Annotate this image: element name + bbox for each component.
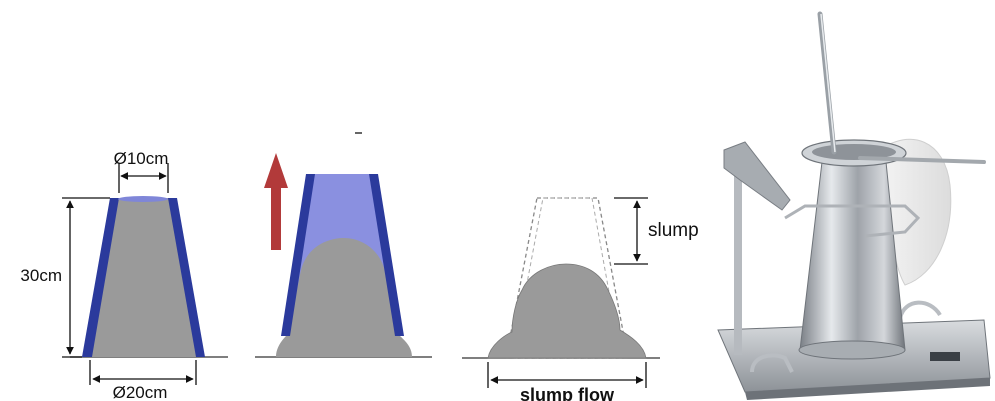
panel-filled-cone: Ø10cm 30cm Ø20cm bbox=[20, 149, 228, 401]
plate-handle-left bbox=[750, 353, 794, 373]
tamping-rod bbox=[817, 11, 837, 155]
cone-left-wall bbox=[281, 174, 315, 336]
concrete-fill bbox=[88, 198, 200, 357]
slump-cone-apparatus bbox=[717, 11, 991, 400]
slumped-concrete bbox=[276, 238, 412, 357]
foot-clamp bbox=[784, 204, 921, 238]
panel-lifting-cone bbox=[255, 132, 432, 358]
horizontal-rod bbox=[858, 156, 986, 164]
tamping-rod-highlight bbox=[820, 13, 836, 153]
cone-body bbox=[799, 161, 906, 351]
bottom-diameter-label: Ø20cm bbox=[113, 383, 168, 401]
label-plate bbox=[930, 352, 960, 361]
panel-slump-measure: slump slump flow bbox=[462, 197, 699, 401]
slumped-concrete bbox=[487, 263, 647, 359]
cone-right-wall bbox=[168, 198, 205, 357]
cone-top-opening bbox=[118, 196, 168, 202]
slump-label: slump bbox=[648, 220, 699, 241]
height-label: 30cm bbox=[20, 266, 62, 285]
cone-left-wall bbox=[82, 198, 119, 357]
slump-flow-label: slump flow bbox=[520, 385, 615, 401]
cone-right-wall bbox=[369, 174, 404, 336]
top-diameter-label: Ø10cm bbox=[114, 149, 169, 168]
cone-bottom-rim bbox=[798, 340, 906, 360]
plate-handle-right bbox=[898, 300, 942, 319]
rod-clamp bbox=[723, 141, 791, 211]
base-plate-edge bbox=[745, 378, 990, 400]
support-rod bbox=[734, 170, 742, 355]
up-arrow-icon bbox=[264, 153, 288, 250]
